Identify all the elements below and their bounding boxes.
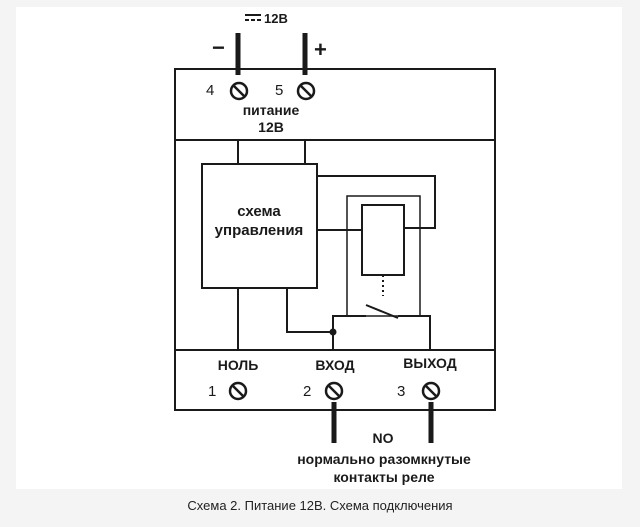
dc-symbol-icon — [245, 14, 261, 21]
contacts-code: NO — [373, 430, 394, 446]
contacts-line2: контакты реле — [333, 469, 434, 485]
input-sense-wire — [286, 288, 333, 333]
junction-dot — [329, 328, 337, 336]
switch-common-wire — [332, 315, 366, 350]
power-label-line1: питание — [243, 102, 300, 118]
control-circuit-block — [201, 163, 318, 289]
terminal-5-screw-icon — [296, 81, 316, 101]
minus-sign: − — [212, 35, 225, 60]
terminal-1-number: 1 — [208, 383, 216, 400]
relay-coil — [361, 204, 405, 276]
terminal-3-name: ВЫХОД — [403, 355, 456, 371]
terminal-3-screw-icon — [421, 381, 441, 401]
relay-switch-contact — [365, 304, 399, 319]
switch-output-wire — [398, 315, 431, 350]
relay-enclosure — [346, 195, 421, 317]
control-block-line2: управления — [215, 222, 304, 239]
power-voltage-label: 12В — [264, 11, 288, 26]
terminal-2-screw-icon — [324, 381, 344, 401]
control-block-line1: схема — [237, 203, 281, 220]
terminal-2-name: ВХОД — [315, 357, 354, 373]
coil-wire-top — [317, 175, 436, 229]
terminal-1-name: НОЛЬ — [218, 357, 259, 373]
terminal-5-number: 5 — [275, 82, 283, 99]
terminal-1-screw-icon — [228, 381, 248, 401]
contacts-line1: нормально разомкнутые — [297, 451, 471, 467]
terminal-4-number: 4 — [206, 82, 214, 99]
power-label-line2: 12В — [258, 119, 284, 135]
terminal-4-screw-icon — [229, 81, 249, 101]
plus-sign: + — [314, 37, 327, 62]
diagram-panel — [16, 7, 622, 489]
terminal-2-number: 2 — [303, 383, 311, 400]
figure-caption: Схема 2. Питание 12В. Схема подключения — [187, 498, 453, 513]
terminal-3-number: 3 — [397, 383, 405, 400]
